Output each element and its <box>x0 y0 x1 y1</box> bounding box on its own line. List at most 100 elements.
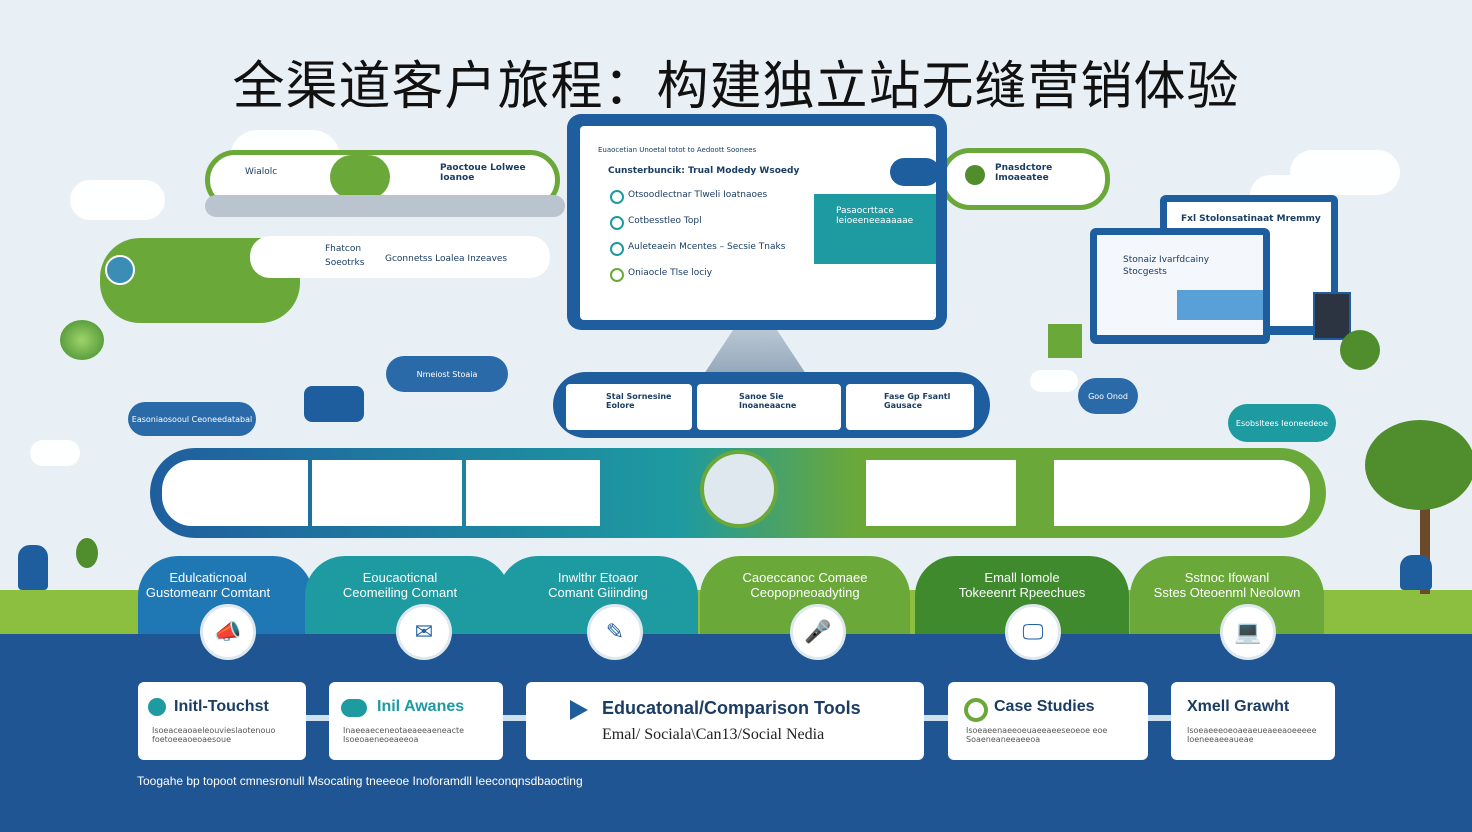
monitor-screen: Euaocetian Unoetal totot to Aedoott Soon… <box>580 126 940 320</box>
box-sub: Inaeeaeceneotaeaeeaeneacte Isoeoaeneoeae… <box>343 726 465 744</box>
microphone-glyph: 🎤 <box>804 619 832 645</box>
flow-card-5 <box>1054 460 1310 526</box>
laptop-banner <box>1177 290 1263 320</box>
stage-tab-5[interactable]: Emall Iomole Tokeeenrt Rpeechues <box>915 556 1129 636</box>
check-icon <box>965 165 985 185</box>
mail-glyph: ✉ <box>414 619 434 645</box>
goggles-icon <box>304 386 364 422</box>
stage-label: Edulcaticnoal Gustomeanr Comtant <box>145 570 271 600</box>
info-bubble-1: Nmeiost Stoaia <box>386 356 508 392</box>
mid-card-text: Sanoe Sie Inoaneaacne <box>739 392 797 410</box>
list-bullet <box>610 268 624 282</box>
cloud-decoration <box>70 180 165 220</box>
pill-label: Wialolc <box>245 167 278 177</box>
cloud-decoration <box>30 440 80 466</box>
info-bubble-4: Esobsltees Ieoneedeoe <box>1228 404 1336 442</box>
megaphone-icon[interactable]: 📣 <box>200 604 256 660</box>
cloud-decoration <box>1030 370 1078 392</box>
stage-label: Sstnoc Ifowanl Sstes Oteoenml Neolown <box>1153 570 1301 600</box>
screen-item-4: Oniaocle Tlse lociy <box>628 268 713 278</box>
laptop-sub-1: Stonaiz Ivarfdcainy <box>1123 255 1210 265</box>
screen-item-2: Cotbesstleo Topl <box>628 216 702 226</box>
flow-card-1 <box>162 460 308 526</box>
box-title: Inil Awanes <box>377 698 465 715</box>
list-bullet <box>610 242 624 256</box>
list-bullet <box>610 190 624 204</box>
screen-item-3: Auleteaein Mcentes – Secsie Tnaks <box>628 242 786 252</box>
laptop-icon[interactable]: 💻 <box>1220 604 1276 660</box>
mail-icon[interactable]: ✉ <box>396 604 452 660</box>
tree-icon <box>1340 330 1380 370</box>
stage-label: Eoucaoticnal Ceomeiling Comant <box>342 570 458 600</box>
bar-text-1: Fhatcon <box>325 244 362 254</box>
box-sub: Isoeaeenaeeoeuaeeaeeseoeoe eoe Soaeneane… <box>966 726 1108 744</box>
pill-text: Paoctoue Lolwee Ioanoe <box>440 163 526 183</box>
info-bubble-2: Easoniaosooul Ceoneedatabal <box>128 402 256 436</box>
mid-card-1: Stal Sornesine Eolore <box>564 382 694 432</box>
bar-text-3: Gconnetss Loalea Inzeaves <box>385 254 508 264</box>
flow-card-3 <box>466 460 600 526</box>
laptop-glyph: 💻 <box>1234 619 1262 645</box>
tree-icon <box>1365 420 1472 510</box>
box-title: Educatonal/Comparison Tools <box>602 698 861 718</box>
mid-card-text: Fase Gp Fsantl Gausace <box>884 392 951 410</box>
pill-icon-circle <box>330 155 390 199</box>
box-sub: Isoeaeeeoeoaeaeueaeeaoeeeee Ioeneeaeeaue… <box>1187 726 1317 744</box>
touchpoint-box-5[interactable]: Xmell Grawht Isoeaeeeoeoaeaeueaeeaoeeeee… <box>1171 682 1335 760</box>
touchpoint-box-4[interactable]: Case Studies Isoeaeenaeeoeuaeeaeeseoeoe … <box>948 682 1148 760</box>
laptop-sub-2: Stocgests <box>1123 267 1167 277</box>
touchpoint-box-1[interactable]: Initl-Touchst Isoeaceaoaeleouvieslaoteno… <box>138 682 306 760</box>
mid-card-text: Stal Sornesine Eolore <box>606 392 672 410</box>
flow-card-4 <box>866 460 1016 526</box>
pill-text: Pnasdctore Imoaeatee <box>995 163 1053 183</box>
flow-card-2 <box>312 460 462 526</box>
green-box-device <box>1048 324 1082 358</box>
green-orb <box>60 320 104 360</box>
mid-card-3: Fase Gp Fsantl Gausace <box>844 382 976 432</box>
stage-label: Inwlthr Etoaor Comant Giiinding <box>548 570 648 600</box>
document-glyph: ✎ <box>605 619 625 645</box>
microphone-icon[interactable]: 🎤 <box>790 604 846 660</box>
footer-note: Toogahe bp topoot cmnesronull Msocating … <box>137 774 583 788</box>
screen-heading: Cunsterbuncik: Trual Modedy Wsoedy <box>608 166 800 176</box>
globe-icon <box>105 255 135 285</box>
stage-label: Caoeccanoc Comaee Ceopopneoadyting <box>742 570 868 600</box>
list-bullet <box>610 216 624 230</box>
box-title: Case Studies <box>994 698 1095 715</box>
document-icon[interactable]: ✎ <box>587 604 643 660</box>
pill-shadow <box>205 195 565 217</box>
box-title: Xmell Grawht <box>1187 698 1290 715</box>
tree-icon <box>76 538 98 568</box>
touchpoint-box-3[interactable]: Educatonal/Comparison Tools Emal/ Social… <box>526 682 924 760</box>
cloud-icon <box>341 699 367 717</box>
bar-text-2: Soeotrks <box>325 258 365 268</box>
laptop-front-screen: Stonaiz Ivarfdcainy Stocgests <box>1097 235 1263 335</box>
info-icon <box>148 698 166 716</box>
page-title: 全渠道客户旅程：构建独立站无缝营销体验 <box>232 57 1240 117</box>
info-bubble-3: Goo Onod <box>1078 378 1138 414</box>
box-sub: Emal/ Sociala\Can13/Social Nedia <box>602 726 825 743</box>
screen-header: Euaocetian Unoetal totot to Aedoott Soon… <box>598 146 757 154</box>
tree-trunk <box>1420 470 1430 594</box>
stage-label: Emall Iomole Tokeeenrt Rpeechues <box>958 570 1086 600</box>
mid-card-2: Sanoe Sie Inoaneaacne <box>695 382 843 432</box>
person-icon <box>1400 555 1432 590</box>
laptop-title: Fxl Stolonsatinaat Mremmy <box>1181 214 1321 224</box>
monitor-glyph: 🖵 <box>1022 619 1044 645</box>
screen-side-button[interactable] <box>890 158 940 186</box>
box-sub: Isoeaceaoaeleouvieslaotenouo foetoeeaoeo… <box>152 726 276 744</box>
person-icon <box>18 545 48 590</box>
screen-side-panel: Pasaocrttace Ieioeeneeaaaaae <box>814 194 936 264</box>
box-title: Initl-Touchst <box>174 698 269 715</box>
megaphone-glyph: 📣 <box>214 619 242 645</box>
right-top-pill: Pnasdctore Imoaeatee <box>940 148 1110 210</box>
flow-center-node <box>700 450 778 528</box>
play-icon <box>570 700 588 720</box>
monitor-icon[interactable]: 🖵 <box>1005 604 1061 660</box>
ring-icon <box>964 698 988 722</box>
side-panel-text: Pasaocrttace Ieioeeneeaaaaae <box>836 206 914 226</box>
left-mid-bar: Fhatcon Soeotrks Gconnetss Loalea Inzeav… <box>250 236 550 278</box>
screen-item-1: Otsoodlectnar Tlweli Ioatnaoes <box>628 190 768 200</box>
touchpoint-box-2[interactable]: Inil Awanes Inaeeaeceneotaeaeeaeneacte I… <box>329 682 503 760</box>
phone-device <box>1313 292 1351 340</box>
